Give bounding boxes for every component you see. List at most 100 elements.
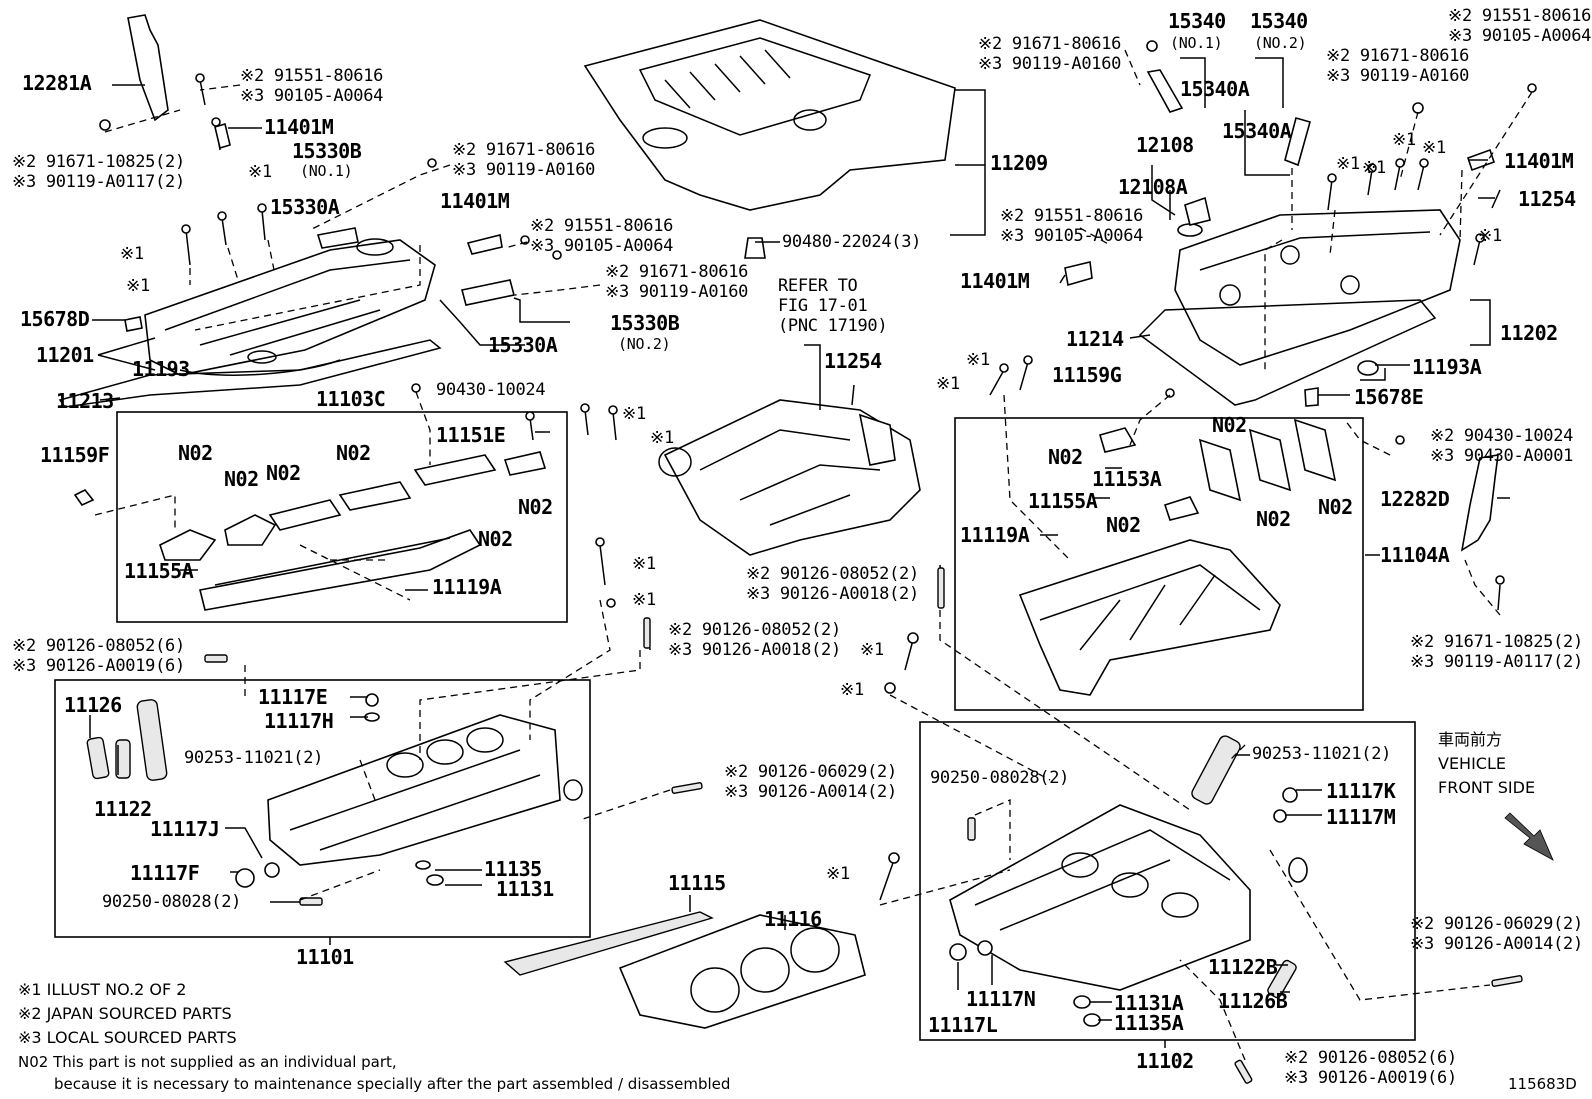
n02-label-e: N02 (518, 495, 553, 519)
part-label-91671-80616-c: ※2 91671-80616 (978, 34, 1122, 54)
part-label-90119-a0160-b: ※3 90119-A0160 (605, 282, 749, 302)
part-label-15340-a: 15340 (1168, 9, 1226, 33)
note1-marker-o: ※1 (860, 640, 884, 660)
sleeve-11126b-long (1191, 735, 1241, 805)
part-label-11155a-b: 11155A (1028, 489, 1098, 513)
n02-label-d: N02 (336, 441, 371, 465)
part-label-91551-80616-d: ※2 91551-80616 (1000, 206, 1144, 226)
n02-label-h: N02 (1212, 413, 1247, 437)
bolt-heads (99, 40, 1537, 864)
part-label-90119-a0117-b: ※3 90119-A0117(2) (1410, 652, 1583, 672)
plate-11115 (503, 911, 714, 976)
note1-marker-l: ※1 (936, 374, 960, 394)
part-label-15340-b: 15340 (1250, 9, 1308, 33)
part-label-11135: 11135 (484, 857, 542, 881)
part-label-11151e: 11151E (436, 423, 506, 447)
part-label-90126-06029-a: ※2 90126-06029(2) (724, 762, 897, 782)
part-label-11126b: 11126B (1218, 989, 1288, 1013)
part-label-90126-a0019-6-b: ※3 90126-A0019(6) (1284, 1068, 1457, 1088)
part-label-90105-a0064-d: ※3 90105-A0064 (1000, 226, 1144, 246)
camshaft-housing-11103c (159, 451, 547, 611)
gasket-11131 (426, 874, 444, 886)
front-label-jp: 車両前方 (1438, 730, 1503, 749)
part-label-11119a-a: 11119A (432, 575, 502, 599)
part-label-11193: 11193 (132, 357, 190, 381)
note1-marker-a: ※1 (248, 162, 272, 182)
part-label-15678d: 15678D (20, 307, 90, 331)
part-label-11401m-b: 11401M (440, 189, 510, 213)
engine-cover-11209 (583, 19, 956, 211)
part-label-11117k: 11117K (1326, 779, 1396, 803)
part-label-11131a: 11131A (1114, 991, 1184, 1015)
part-label-91551-80616-a: ※2 91551-80616 (240, 66, 384, 86)
part-label-12108: 12108 (1136, 133, 1194, 157)
note1-marker-p: ※1 (840, 680, 864, 700)
plug-right-side (1288, 857, 1308, 883)
part-label-91671-80616-d: ※2 91671-80616 (1326, 46, 1470, 66)
part-label-90105-a0064-a: ※3 90105-A0064 (240, 86, 384, 106)
part-label-11104a: 11104A (1380, 543, 1450, 567)
plug-11117k (1282, 787, 1298, 803)
n02-label-g: N02 (1048, 445, 1083, 469)
part-label-11213: 11213 (56, 389, 114, 413)
part-label-90105-a0064-b: ※3 90105-A0064 (530, 236, 674, 256)
part-label-11135a: 11135A (1114, 1011, 1184, 1035)
plug-11117f (235, 868, 255, 888)
plug-11135 (415, 860, 431, 870)
group-box-11102 (919, 721, 1416, 1041)
gasket-11193 (179, 359, 341, 376)
sleeve-11126 (86, 736, 110, 780)
footnote-5: because it is necessary to maintenance s… (54, 1075, 731, 1093)
grommet-90480 (744, 237, 766, 259)
part-label-12282d: 12282D (1380, 487, 1450, 511)
part-label-15340a-a: 15340A (1180, 77, 1250, 101)
refer-line-3: (PNC 17190) (778, 316, 888, 336)
valves-and-sensors (73, 69, 1496, 507)
part-label-90126-08052-b: ※2 90126-08052(2) (668, 620, 841, 640)
part-label-11193a: 11193A (1412, 355, 1482, 379)
note1-marker-f: ※1 (1392, 130, 1416, 150)
part-label-11401m-c: 11401M (1504, 149, 1574, 173)
footnote-3: ※3 LOCAL SOURCED PARTS (18, 1028, 237, 1047)
part-label-11202: 11202 (1500, 321, 1558, 345)
part-label-90126-a0018-b: ※3 90126-A0018(2) (668, 640, 841, 660)
part-label-90105-a0064-c: ※3 90105-A0064 (1448, 26, 1592, 46)
part-label-90126-06029-b: ※2 90126-06029(2) (1410, 914, 1583, 934)
plug-11117e (365, 693, 379, 707)
gasket-11131a (1073, 995, 1091, 1009)
part-label-11116: 11116 (764, 907, 822, 931)
note1-marker-i: ※1 (1422, 138, 1446, 158)
n02-label-f: N02 (478, 527, 513, 551)
part-label-90126-a0014-a: ※3 90126-A0014(2) (724, 782, 897, 802)
cylinder-head-11102 (949, 804, 1251, 991)
cylinder-head-cover-11202 (1174, 209, 1461, 366)
part-label-11122: 11122 (94, 797, 152, 821)
n02-label-a: N02 (178, 441, 213, 465)
group-box-11104a (954, 417, 1364, 711)
part-label-91551-80616-c: ※2 91551-80616 (1448, 6, 1592, 26)
part-label-15678e: 15678E (1354, 385, 1424, 409)
part-label-11126: 11126 (64, 693, 122, 717)
n02-label-k: N02 (1106, 513, 1141, 537)
part-label-11117f: 11117F (130, 861, 200, 885)
n02-label-j: N02 (1318, 495, 1353, 519)
part-label-90126-a0014-b: ※3 90126-A0014(2) (1410, 934, 1583, 954)
sleeve-11126-long (136, 699, 168, 781)
part-label-11117n: 11117N (966, 987, 1036, 1011)
part-label-90119-a0160-d: ※3 90119-A0160 (1326, 66, 1470, 86)
note1-marker-n: ※1 (632, 590, 656, 610)
bracket-12282d (1460, 454, 1499, 552)
bracket-12281a (127, 14, 169, 122)
leader-lines (89, 57, 1510, 1048)
part-label-11201: 11201 (36, 343, 94, 367)
part-label-91671-80616-a: ※2 91671-80616 (452, 140, 596, 160)
part-label-12281a: 12281A (22, 71, 92, 95)
part-label-11254-b: 11254 (1518, 187, 1576, 211)
part-label-11101: 11101 (296, 945, 354, 969)
part-label-90480-22024: 90480-22024(3) (782, 232, 922, 252)
part-label-11103c: 11103C (316, 387, 386, 411)
note1-marker-d: ※1 (622, 404, 646, 424)
footnote-1: ※1 ILLUST NO.2 OF 2 (18, 980, 187, 999)
cylinder-head-cover-11201 (144, 238, 436, 376)
head-gasket-11116 (618, 914, 866, 1029)
